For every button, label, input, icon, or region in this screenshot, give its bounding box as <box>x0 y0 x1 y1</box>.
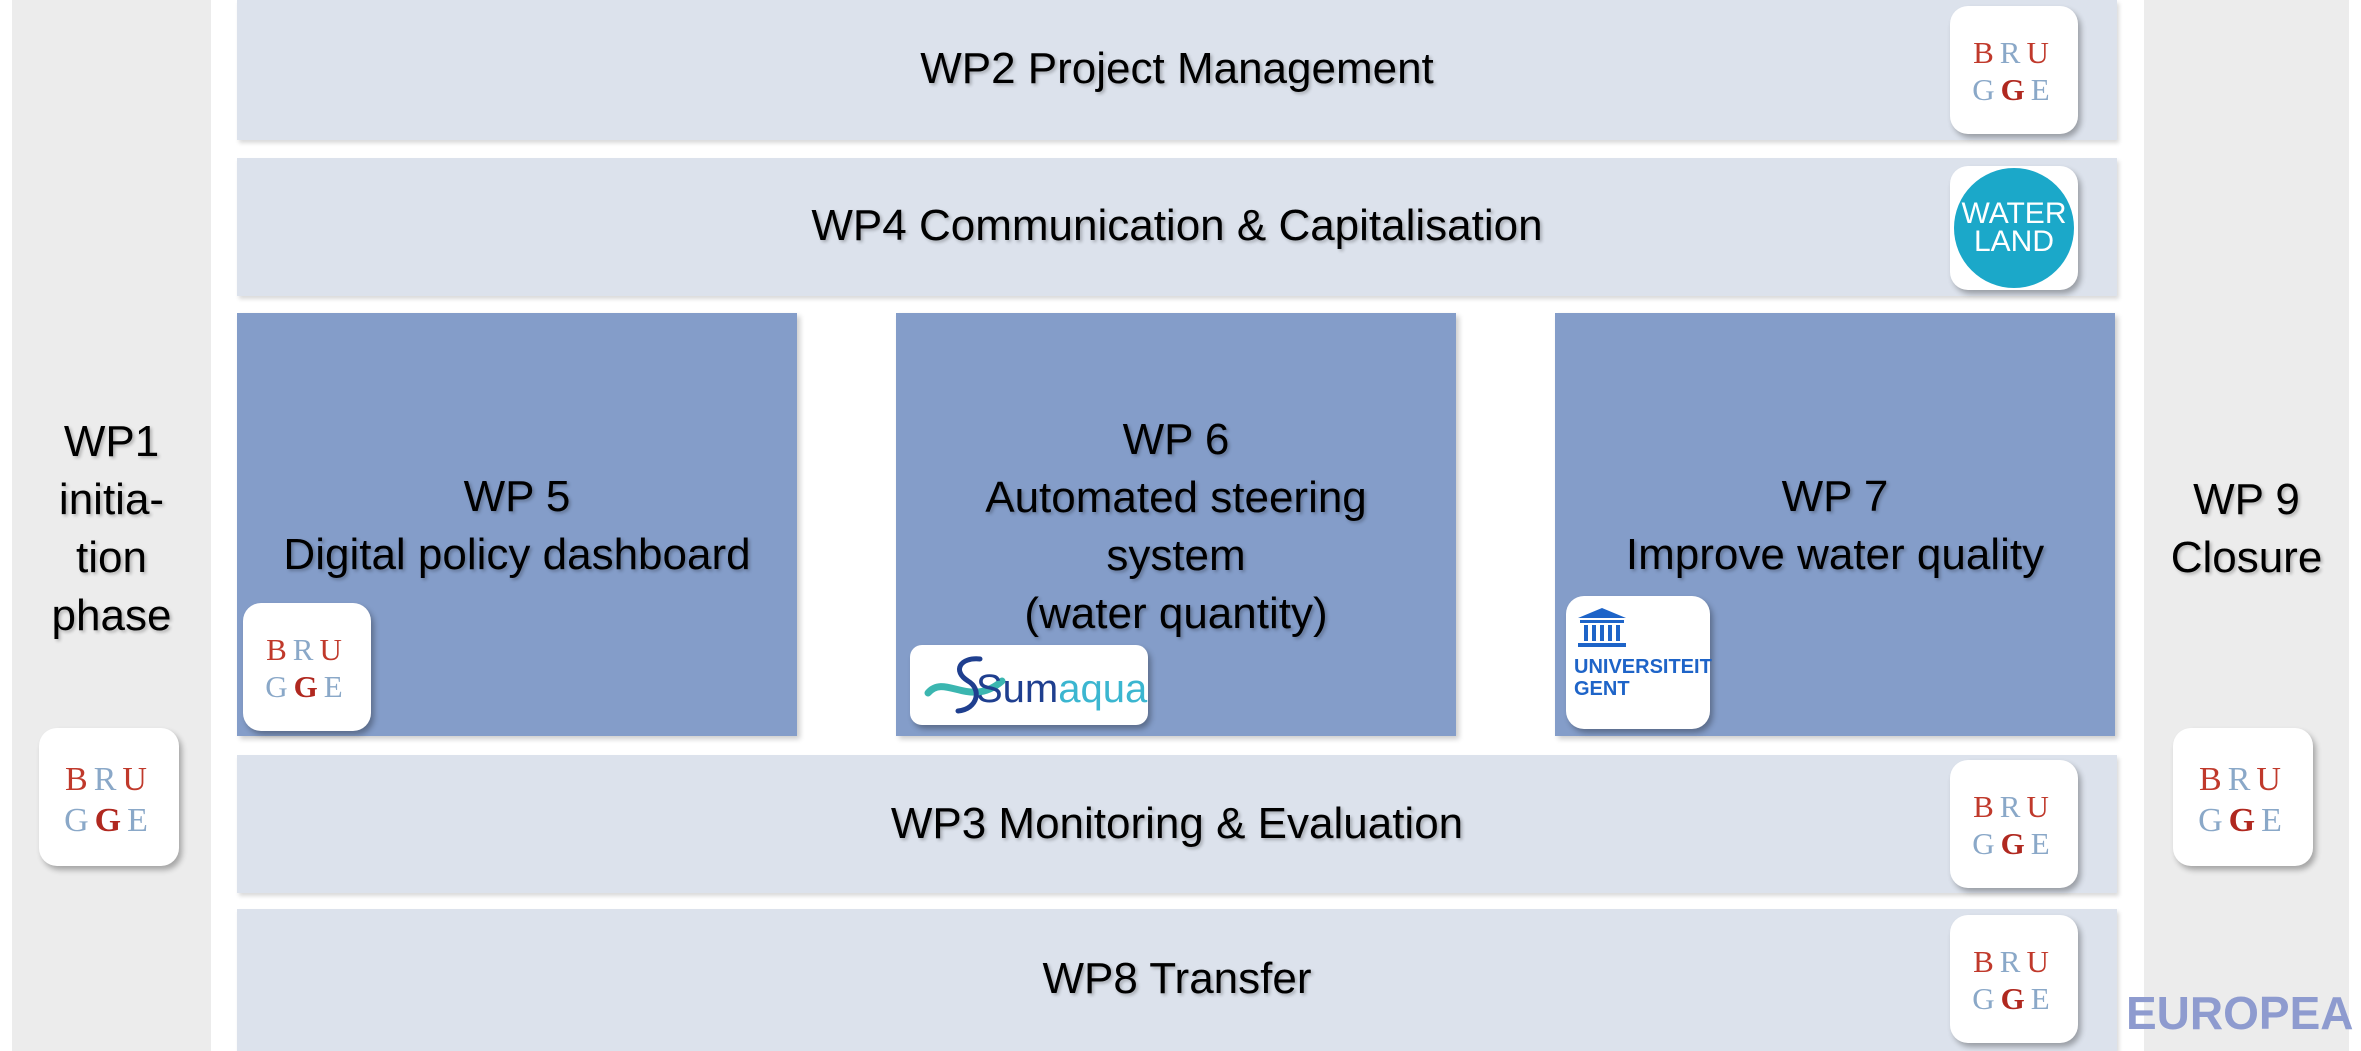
wp8-label: WP8 Transfer <box>1042 954 1312 1003</box>
wp4-label: WP4 Communication & Capitalisation <box>811 201 1543 250</box>
wp3-bar: WP3 Monitoring & Evaluation BRU GGE <box>237 755 2117 893</box>
brugge-logo: BRU GGE <box>1950 760 2078 888</box>
ugent-building-icon <box>1578 608 1626 647</box>
wp2-label: WP2 Project Management <box>920 44 1434 93</box>
wp1-column: WP1 initia- tion phase BRU GGE <box>12 0 211 1051</box>
sumaqua-logo: Sumaqua <box>910 645 1148 725</box>
ugent-logo: UNIVERSITEIT GENT <box>1566 596 1712 729</box>
wp6-label: WP 6 Automated steering system (water qu… <box>985 415 1367 638</box>
brugge-logo: BRU GGE <box>39 728 179 866</box>
wp5-box: WP 5 Digital policy dashboard BRU GGE <box>237 313 797 736</box>
sumaqua-wave-icon <box>924 656 1006 714</box>
brugge-logo: BRU GGE <box>1950 915 2078 1043</box>
wp9-column: WP 9 Closure BRU GGE <box>2144 0 2349 1051</box>
wp5-label: WP 5 Digital policy dashboard <box>283 472 751 579</box>
european-footer-text: EUROPEA <box>2126 990 2354 1036</box>
wp7-box: WP 7 Improve water quality UNIVERSITEIT … <box>1555 313 2115 736</box>
wp2-bar: WP2 Project Management BRU GGE <box>237 0 2117 140</box>
brugge-logo: BRU GGE <box>243 603 371 731</box>
wp1-label: WP1 initia- tion phase <box>51 417 172 640</box>
wp7-label: WP 7 Improve water quality <box>1625 472 2045 579</box>
waterland-badge: WATER LAND <box>1954 168 2074 288</box>
wp3-label: WP3 Monitoring & Evaluation <box>890 799 1464 848</box>
sumaqua-wordmark: Sumaqua <box>976 667 1148 711</box>
wp4-bar: WP4 Communication & Capitalisation WATER… <box>237 158 2117 296</box>
wp9-label: WP 9 Closure <box>2170 475 2323 582</box>
wp6-box: WP 6 Automated steering system (water qu… <box>896 313 1456 736</box>
waterland-logo: WATER LAND <box>1950 166 2078 290</box>
wp8-bar: WP8 Transfer BRU GGE <box>237 909 2117 1051</box>
brugge-logo: BRU GGE <box>1950 6 2078 134</box>
ugent-wordmark: UNIVERSITEIT GENT <box>1574 656 1712 700</box>
brugge-logo: BRU GGE <box>2173 728 2313 866</box>
